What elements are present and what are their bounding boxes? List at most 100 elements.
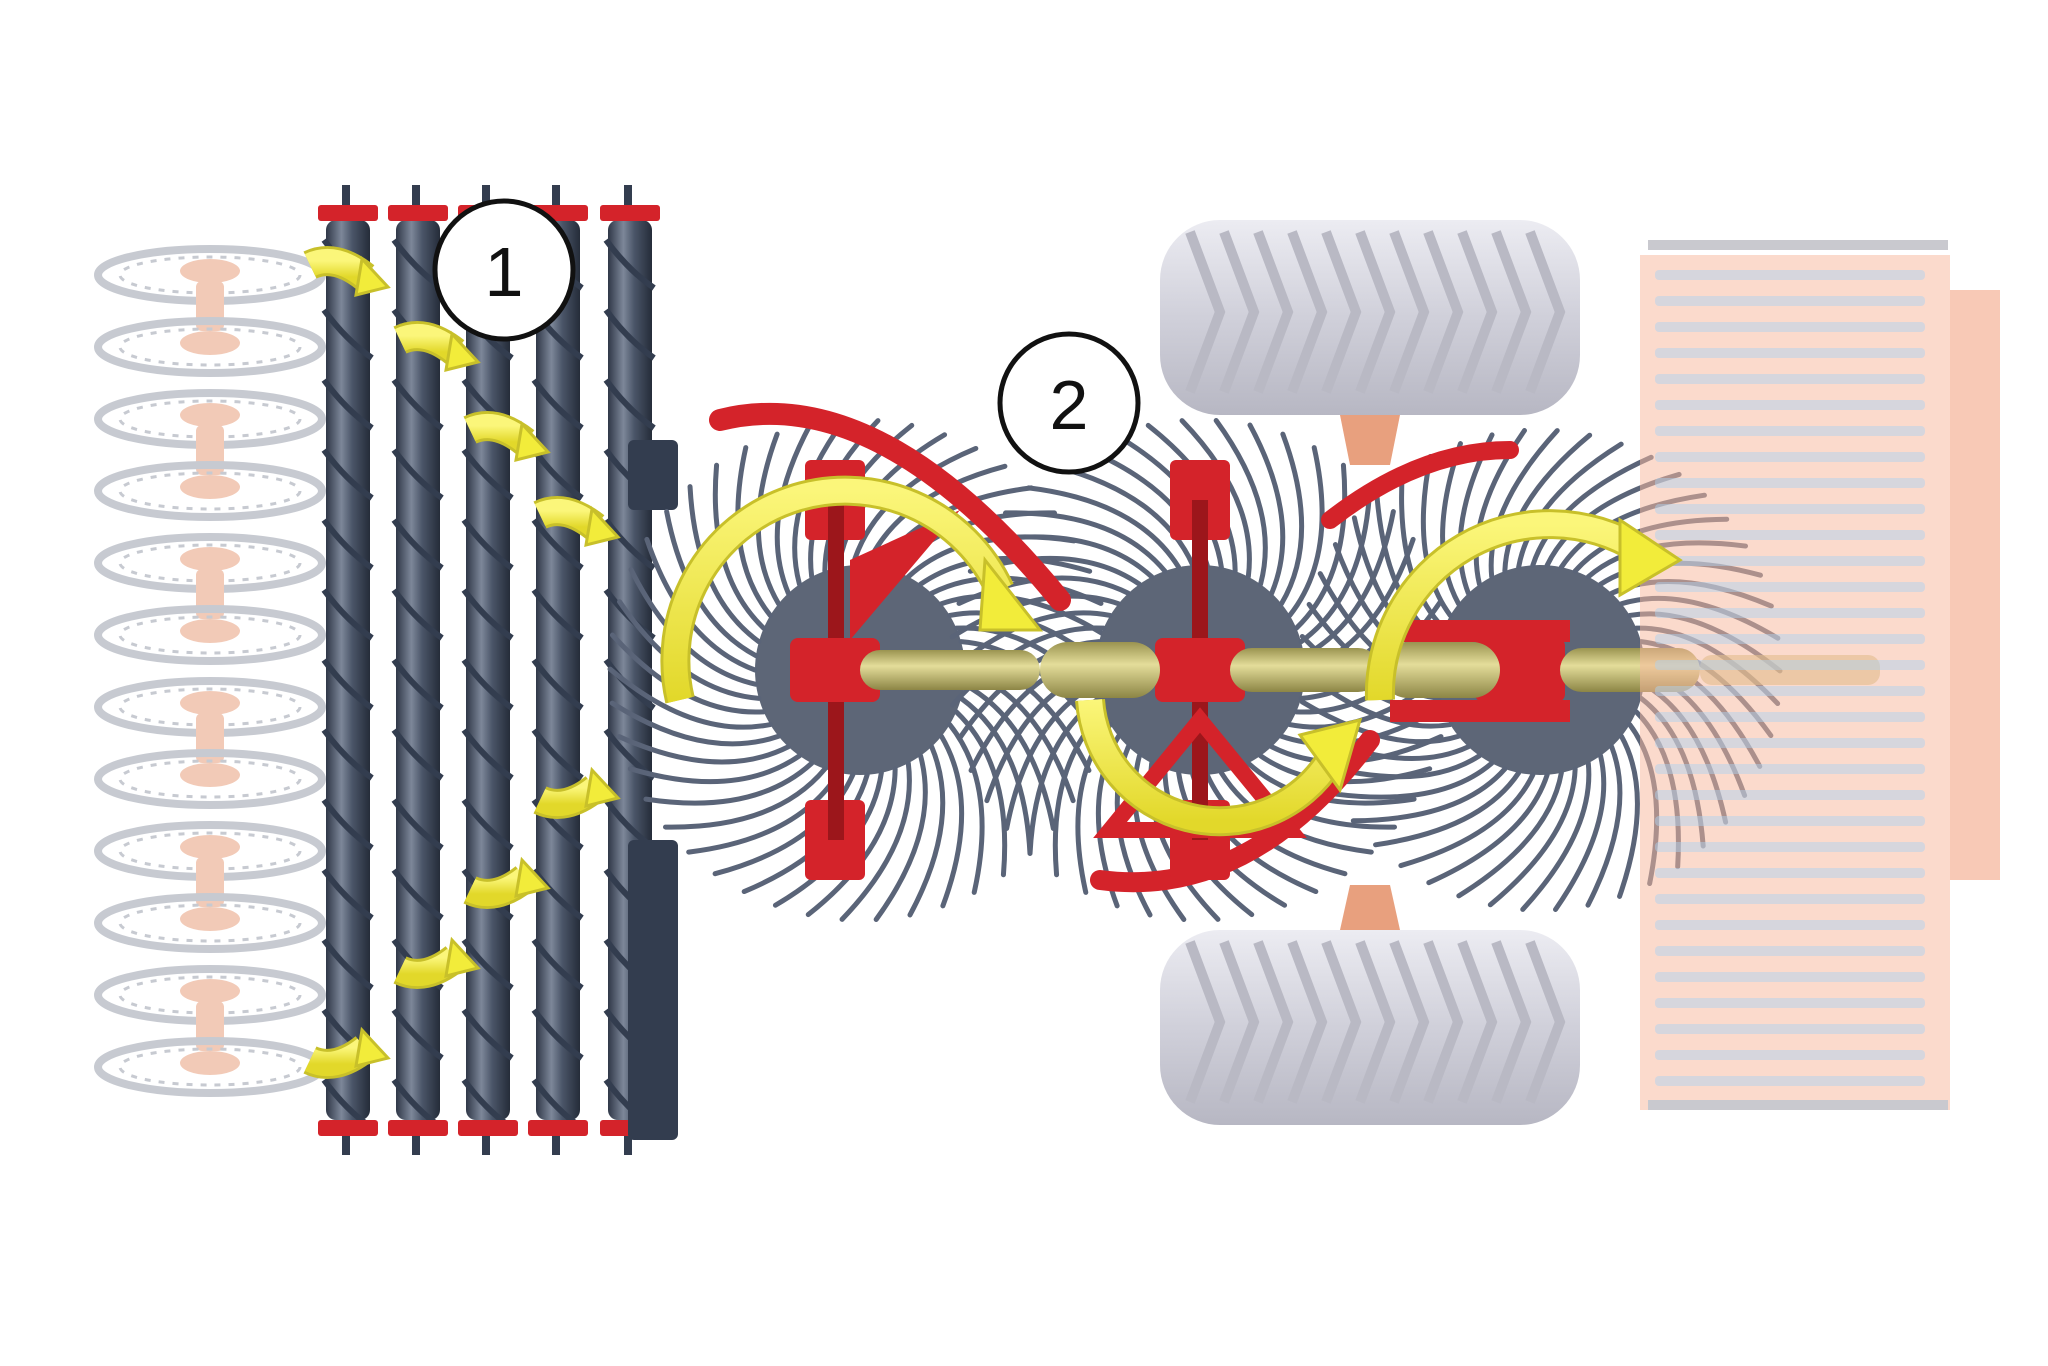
tine <box>1373 770 1522 848</box>
pickup-tine-bar <box>1655 660 1925 670</box>
roller-flight <box>321 658 374 711</box>
tire-tread <box>1253 940 1294 1104</box>
curved-arrow-icon <box>584 505 621 548</box>
tire-tread <box>1457 940 1498 1104</box>
disc-hub <box>180 403 240 427</box>
disc-hub <box>180 835 240 859</box>
wheel-mount-bottom <box>1340 885 1400 930</box>
cutter-disc-inner <box>118 471 302 511</box>
pickup-tine-bar <box>1655 374 1925 384</box>
roller-flight <box>603 518 656 571</box>
pickup-tine-bar <box>1655 426 1925 436</box>
pickup-tine-bar <box>1655 634 1925 644</box>
tine <box>1287 445 1325 618</box>
tire-tread <box>1355 940 1396 1104</box>
cutter-disc-inner <box>118 903 302 943</box>
cutter-disc <box>94 893 326 953</box>
tire-tread <box>1185 940 1226 1104</box>
pickup-tine-bar <box>1655 868 1925 878</box>
frame-hub-block <box>790 638 880 702</box>
tine <box>1520 760 1592 912</box>
roller-flight <box>391 658 444 711</box>
roller-flight <box>321 448 374 501</box>
pickup-tine-bar <box>1655 504 1925 514</box>
pickup-tine-bar <box>1655 322 1925 332</box>
tine <box>1502 432 1593 574</box>
pickup-tine-bar <box>1655 790 1925 800</box>
wheel-pair <box>1160 220 1580 1125</box>
pickup-tine-bar <box>1655 738 1925 748</box>
curved-arrow-icon <box>354 1026 391 1069</box>
disc-hub <box>180 979 240 1003</box>
tine <box>961 681 1056 831</box>
roller-flight <box>531 1008 584 1061</box>
pickup-rail-top <box>1648 240 1948 250</box>
tine <box>907 744 946 918</box>
tine <box>1440 441 1463 607</box>
tine <box>663 766 828 830</box>
tine <box>1247 422 1286 596</box>
tire-tread <box>1525 230 1566 394</box>
pickup-tine-bar <box>1655 816 1925 826</box>
pickup-tine-bar <box>1655 270 1925 280</box>
tine <box>1293 462 1348 631</box>
pickup-tine-bar <box>1655 530 1925 540</box>
roller-flight <box>391 1008 444 1061</box>
tire-tread <box>1321 230 1362 394</box>
tine <box>1398 772 1536 869</box>
roller-end-cap-bottom <box>318 1120 378 1136</box>
roller-flight <box>603 378 656 431</box>
tire <box>1160 220 1580 415</box>
pickup-tine-bar <box>1655 1050 1925 1060</box>
tine <box>958 695 1033 856</box>
tine <box>839 760 912 922</box>
tire <box>1160 930 1580 1125</box>
roller-flight <box>603 308 656 361</box>
roller-body <box>326 220 370 1120</box>
roller-end-cap-top <box>318 205 378 221</box>
tire-tread <box>1287 230 1328 394</box>
rotor-flow-arrow-1 <box>663 478 1011 703</box>
tine <box>1179 418 1252 580</box>
shaft-segment <box>1380 642 1500 698</box>
tine <box>949 593 1122 640</box>
callout-2-label: 2 <box>1050 366 1089 444</box>
pickup-frame <box>1640 255 1950 1110</box>
tire-tread <box>1423 230 1464 394</box>
pickup-tine-bar <box>1655 946 1925 956</box>
numbered-circle-icon <box>432 198 576 342</box>
roller-flight <box>391 378 444 431</box>
cutter-disc-inner <box>118 255 302 295</box>
tine <box>1530 454 1654 568</box>
roller-flight <box>391 798 444 851</box>
roller-flight <box>321 798 374 851</box>
pickup-tine-bar <box>1655 400 1925 410</box>
disc-hub <box>180 547 240 571</box>
pickup-unit <box>1640 240 2000 1110</box>
roller-clutch-top <box>628 440 678 510</box>
roller-flight <box>461 938 514 991</box>
cutter-disc-inner <box>118 327 302 367</box>
tine <box>1420 454 1453 618</box>
tine <box>1488 428 1560 580</box>
pickup-tine-bar <box>1655 296 1925 306</box>
pickup-tine-bar <box>1655 686 1925 696</box>
tine <box>938 593 1111 640</box>
roller-end-cap-bottom <box>528 1120 588 1136</box>
disc-hub <box>180 763 240 787</box>
curved-arrow-icon <box>978 556 1044 632</box>
crop-flow-arrows <box>303 246 1683 1079</box>
cutter-disc-inner <box>118 1047 302 1087</box>
roller <box>388 185 448 1155</box>
roller-end-cap-bottom <box>458 1120 518 1136</box>
tine <box>1213 418 1268 587</box>
roller-flight <box>321 728 374 781</box>
tire-tread <box>1185 230 1226 394</box>
tire-tread <box>1389 230 1430 394</box>
disc-hub <box>180 907 240 931</box>
frame-brace <box>850 510 960 640</box>
roller-flight <box>461 518 514 571</box>
pickup-tine-bar <box>1655 894 1925 904</box>
cutter-disc <box>94 317 326 377</box>
tine <box>1553 753 1607 912</box>
